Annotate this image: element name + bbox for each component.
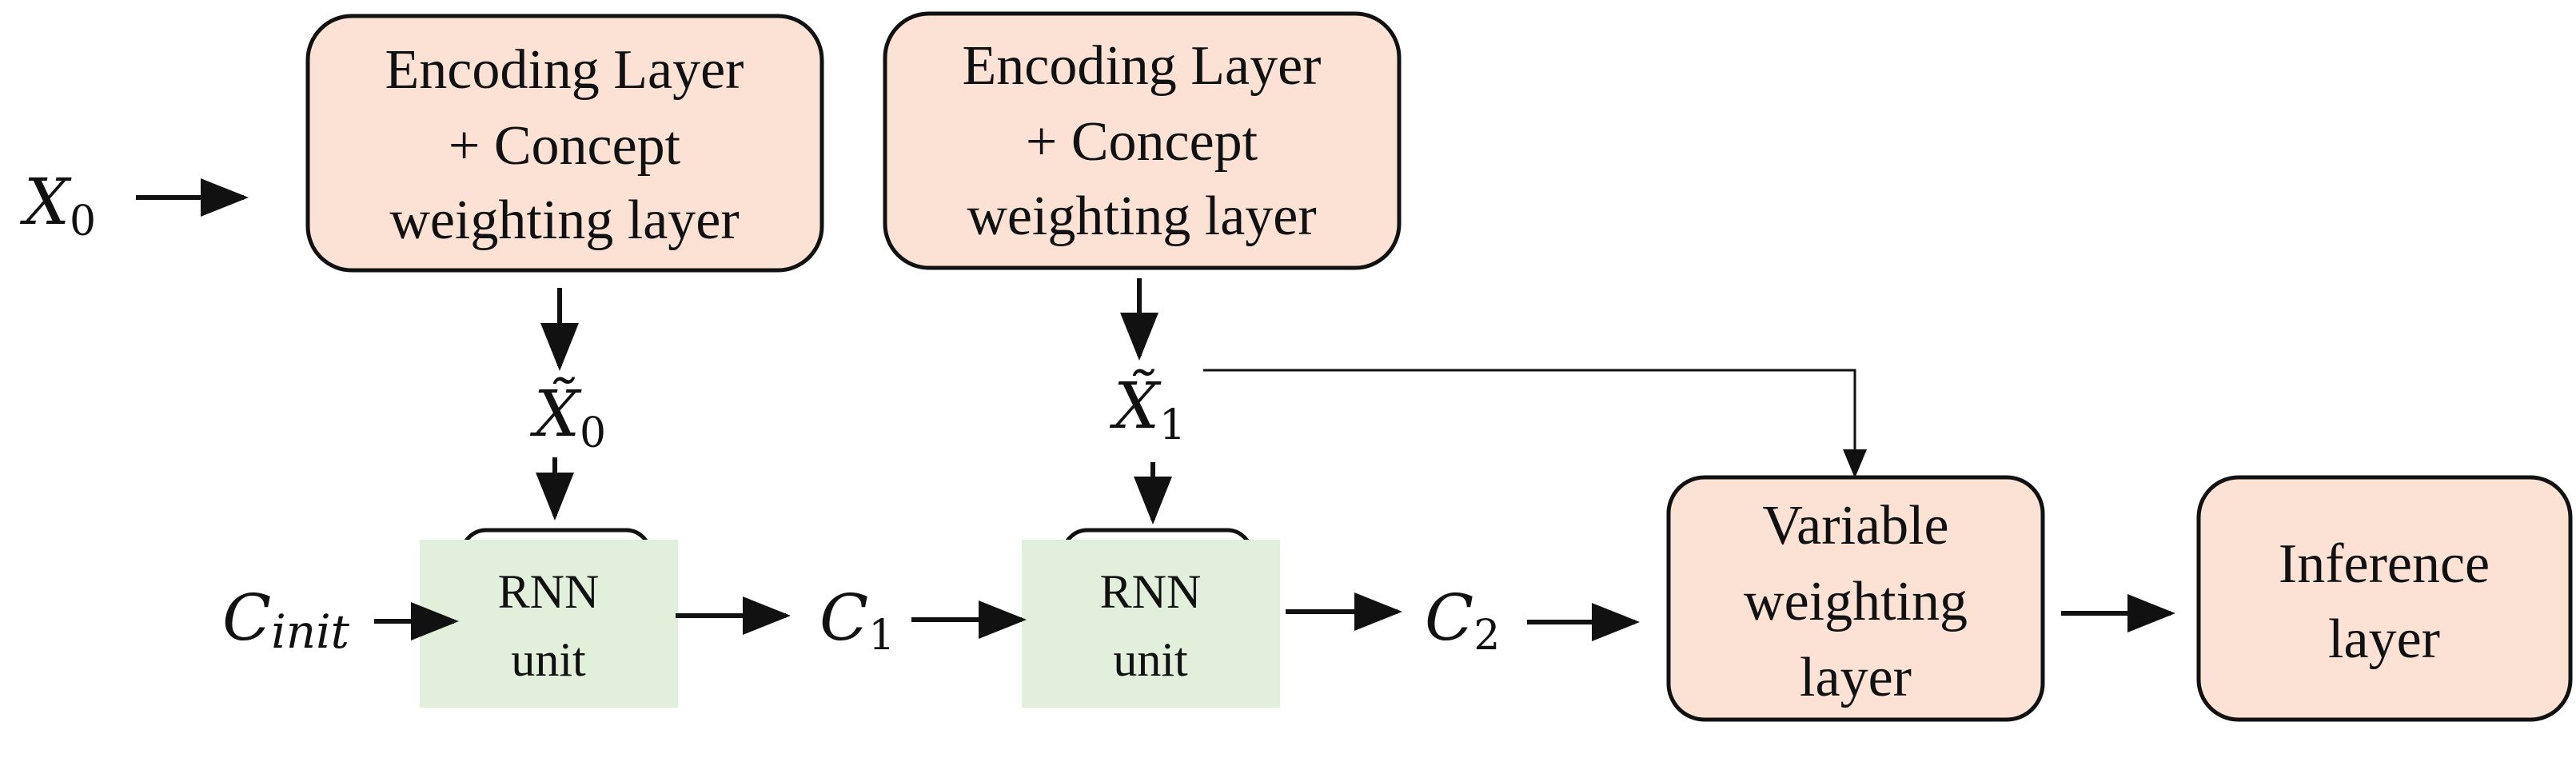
encoding-layer-box-1-line-2: + Concept <box>449 115 681 177</box>
encoding-layer-box-1-line-3: weighting layer <box>389 190 739 251</box>
inference-layer-box: Inference layer <box>2196 475 2573 722</box>
rnn-unit-1-line-2: unit <box>511 633 586 686</box>
variable-weighting-layer-rect <box>1666 475 2045 722</box>
encoding-layer-box-2-line-3: weighting layer <box>967 186 1316 247</box>
encoding-layer-box-2-rect <box>883 11 1402 270</box>
c2-label: C2 <box>1425 580 1500 660</box>
rnn-unit-1: RNN unit <box>420 528 678 708</box>
x0-tilde-label: X̃0 <box>529 376 606 457</box>
rnn-unit-1-rect <box>420 540 678 708</box>
variable-weighting-layer-box: Variable weighting layer <box>1666 475 2045 722</box>
inference-layer-rect <box>2196 475 2573 722</box>
inference-layer-line-1: Inference <box>2279 533 2490 595</box>
encoding-layer-box-2-line-1: Encoding Layer <box>963 35 1322 97</box>
x0-label: X0 <box>19 165 96 245</box>
rnn-unit-2-line-1: RNN <box>1100 565 1202 618</box>
connector-x1-tilde-to-variable-weighting <box>1203 369 1867 478</box>
rnn-unit-2-rect <box>1022 540 1280 708</box>
inference-layer-line-2: layer <box>2328 608 2440 670</box>
rnn-unit-1-line-1: RNN <box>498 565 600 618</box>
rnn-unit-2-line-2: unit <box>1113 633 1188 686</box>
encoding-layer-box-1-line-1: Encoding Layer <box>385 39 744 101</box>
c-init-label: Cinit <box>222 580 350 659</box>
c1-label: C1 <box>819 580 895 660</box>
encoding-layer-box-1: Encoding Layer + Concept weighting layer <box>305 14 824 273</box>
encoding-layer-box-1-rect <box>305 14 824 273</box>
variable-weighting-layer-line-3: layer <box>1800 647 1912 708</box>
variable-weighting-layer-line-1: Variable <box>1762 495 1948 557</box>
encoding-layer-box-2: Encoding Layer + Concept weighting layer <box>883 11 1402 270</box>
encoding-layer-box-2-line-2: + Concept <box>1026 111 1258 173</box>
x1-tilde-label: X̃1 <box>1109 368 1186 449</box>
variable-weighting-layer-line-2: weighting <box>1744 571 1968 632</box>
rnn-unit-2: RNN unit <box>1022 528 1280 708</box>
